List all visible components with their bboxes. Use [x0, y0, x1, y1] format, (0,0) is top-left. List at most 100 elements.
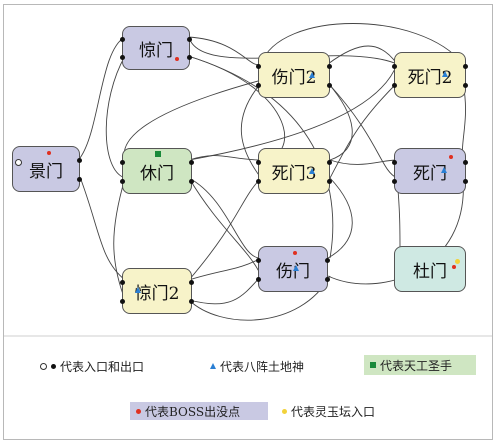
node-label: 伤门	[276, 261, 310, 282]
port-dot	[189, 299, 194, 304]
port-dot	[256, 258, 261, 263]
port-dot	[120, 299, 125, 304]
node-label: 惊门2	[134, 283, 180, 304]
connector-line	[188, 177, 262, 281]
tudishen-marker	[309, 168, 315, 174]
port-dot	[256, 277, 261, 282]
connector-line	[188, 177, 262, 259]
node-dumen: 杜门	[394, 246, 466, 292]
connector-line	[188, 275, 262, 305]
boss-marker	[293, 251, 297, 255]
yellow-dot-icon	[282, 408, 287, 414]
connector-line	[260, 23, 464, 65]
connector-line	[188, 155, 262, 161]
port-dot	[463, 83, 468, 88]
connector-line	[327, 82, 353, 161]
connector-line	[188, 177, 262, 277]
port-dot	[189, 280, 194, 285]
connector-line	[329, 82, 398, 179]
tudishen-marker	[293, 265, 299, 271]
node-label: 景门	[29, 161, 63, 182]
port-dot	[463, 179, 468, 184]
open-circle-icon	[40, 362, 47, 370]
port-dot	[325, 277, 330, 282]
boss-marker	[449, 155, 453, 159]
legend-text: 代表入口和出口	[60, 359, 145, 374]
connector-line	[329, 159, 398, 165]
node-label: 死门2	[407, 67, 453, 88]
node-label: 休门	[140, 163, 174, 184]
tudishen-marker	[441, 167, 447, 173]
jade-altar-marker	[455, 259, 460, 264]
port-dot	[187, 55, 192, 60]
connector-line	[188, 275, 331, 321]
port-dot	[256, 83, 261, 88]
node-label: 死门	[413, 163, 447, 184]
port-dot	[325, 258, 330, 263]
port-dot	[189, 160, 194, 165]
boss-marker	[452, 265, 456, 269]
port-dot	[120, 55, 125, 60]
port-dot	[463, 64, 468, 69]
connector-line	[327, 45, 398, 65]
legend-text: 代表灵玉坛入口	[291, 404, 376, 419]
connector-line	[113, 177, 126, 301]
connector-line	[188, 257, 262, 281]
tudishen-marker	[442, 71, 448, 77]
port-dot	[392, 160, 397, 165]
node-jingmen-top: 惊门	[120, 26, 192, 70]
port-dot	[327, 83, 332, 88]
node-label: 杜门	[413, 261, 447, 282]
port-dot	[392, 83, 397, 88]
legend-tudishen: 代表八阵土地神	[210, 357, 304, 375]
node-label: 惊门	[139, 40, 173, 61]
legend-sage: 代表天工圣手	[364, 355, 476, 375]
legend-entry-exit: 代表入口和出口	[40, 357, 144, 375]
port-dot	[120, 280, 125, 285]
port-dot	[256, 160, 261, 165]
port-dot	[77, 158, 82, 163]
port-dot	[327, 64, 332, 69]
connector-line	[79, 176, 126, 281]
square-icon	[370, 362, 376, 368]
port-dot	[120, 179, 125, 184]
node-xiumen: 休门	[120, 148, 194, 194]
node-label: 死门3	[271, 163, 317, 184]
port-dot	[120, 160, 125, 165]
node-jingmen-2: 惊门2	[120, 268, 194, 314]
port-dot	[392, 64, 397, 69]
port-dot	[256, 179, 261, 184]
tudishen-marker	[309, 72, 315, 78]
connector-line	[188, 63, 398, 161]
legend-jade: 代表灵玉坛入口	[282, 402, 375, 420]
node-jingmen-scene: 景门	[12, 146, 82, 192]
entry-exit-marker	[15, 159, 22, 166]
node-simen: 死门	[392, 148, 468, 194]
legend-text: 代表八阵土地神	[220, 359, 305, 374]
node-label: 伤门2	[271, 67, 317, 88]
node-shangmen: 伤门	[256, 246, 330, 292]
port-dot	[463, 160, 468, 165]
filled-dot-icon	[51, 363, 56, 369]
port-dot	[392, 179, 397, 184]
boss-marker	[47, 151, 51, 155]
node-shangmen-2: 伤门2	[256, 52, 332, 98]
connector-line	[105, 55, 126, 179]
port-dot	[256, 64, 261, 69]
connector-line	[79, 36, 126, 159]
port-dot	[187, 37, 192, 42]
connector-line	[327, 82, 398, 179]
node-simen-2: 死门2	[392, 52, 468, 98]
node-simen-3: 死门3	[256, 148, 332, 194]
port-dot	[189, 179, 194, 184]
legend-text: 代表BOSS出没点	[145, 404, 241, 419]
connector-line	[187, 36, 262, 66]
boss-marker	[175, 57, 179, 61]
triangle-icon	[210, 363, 216, 369]
port-dot	[120, 37, 125, 42]
legend-boss: 代表BOSS出没点	[130, 402, 268, 420]
connector-line	[327, 177, 353, 259]
port-dot	[77, 177, 82, 182]
connector-line	[240, 82, 262, 179]
sage-marker	[155, 151, 161, 157]
